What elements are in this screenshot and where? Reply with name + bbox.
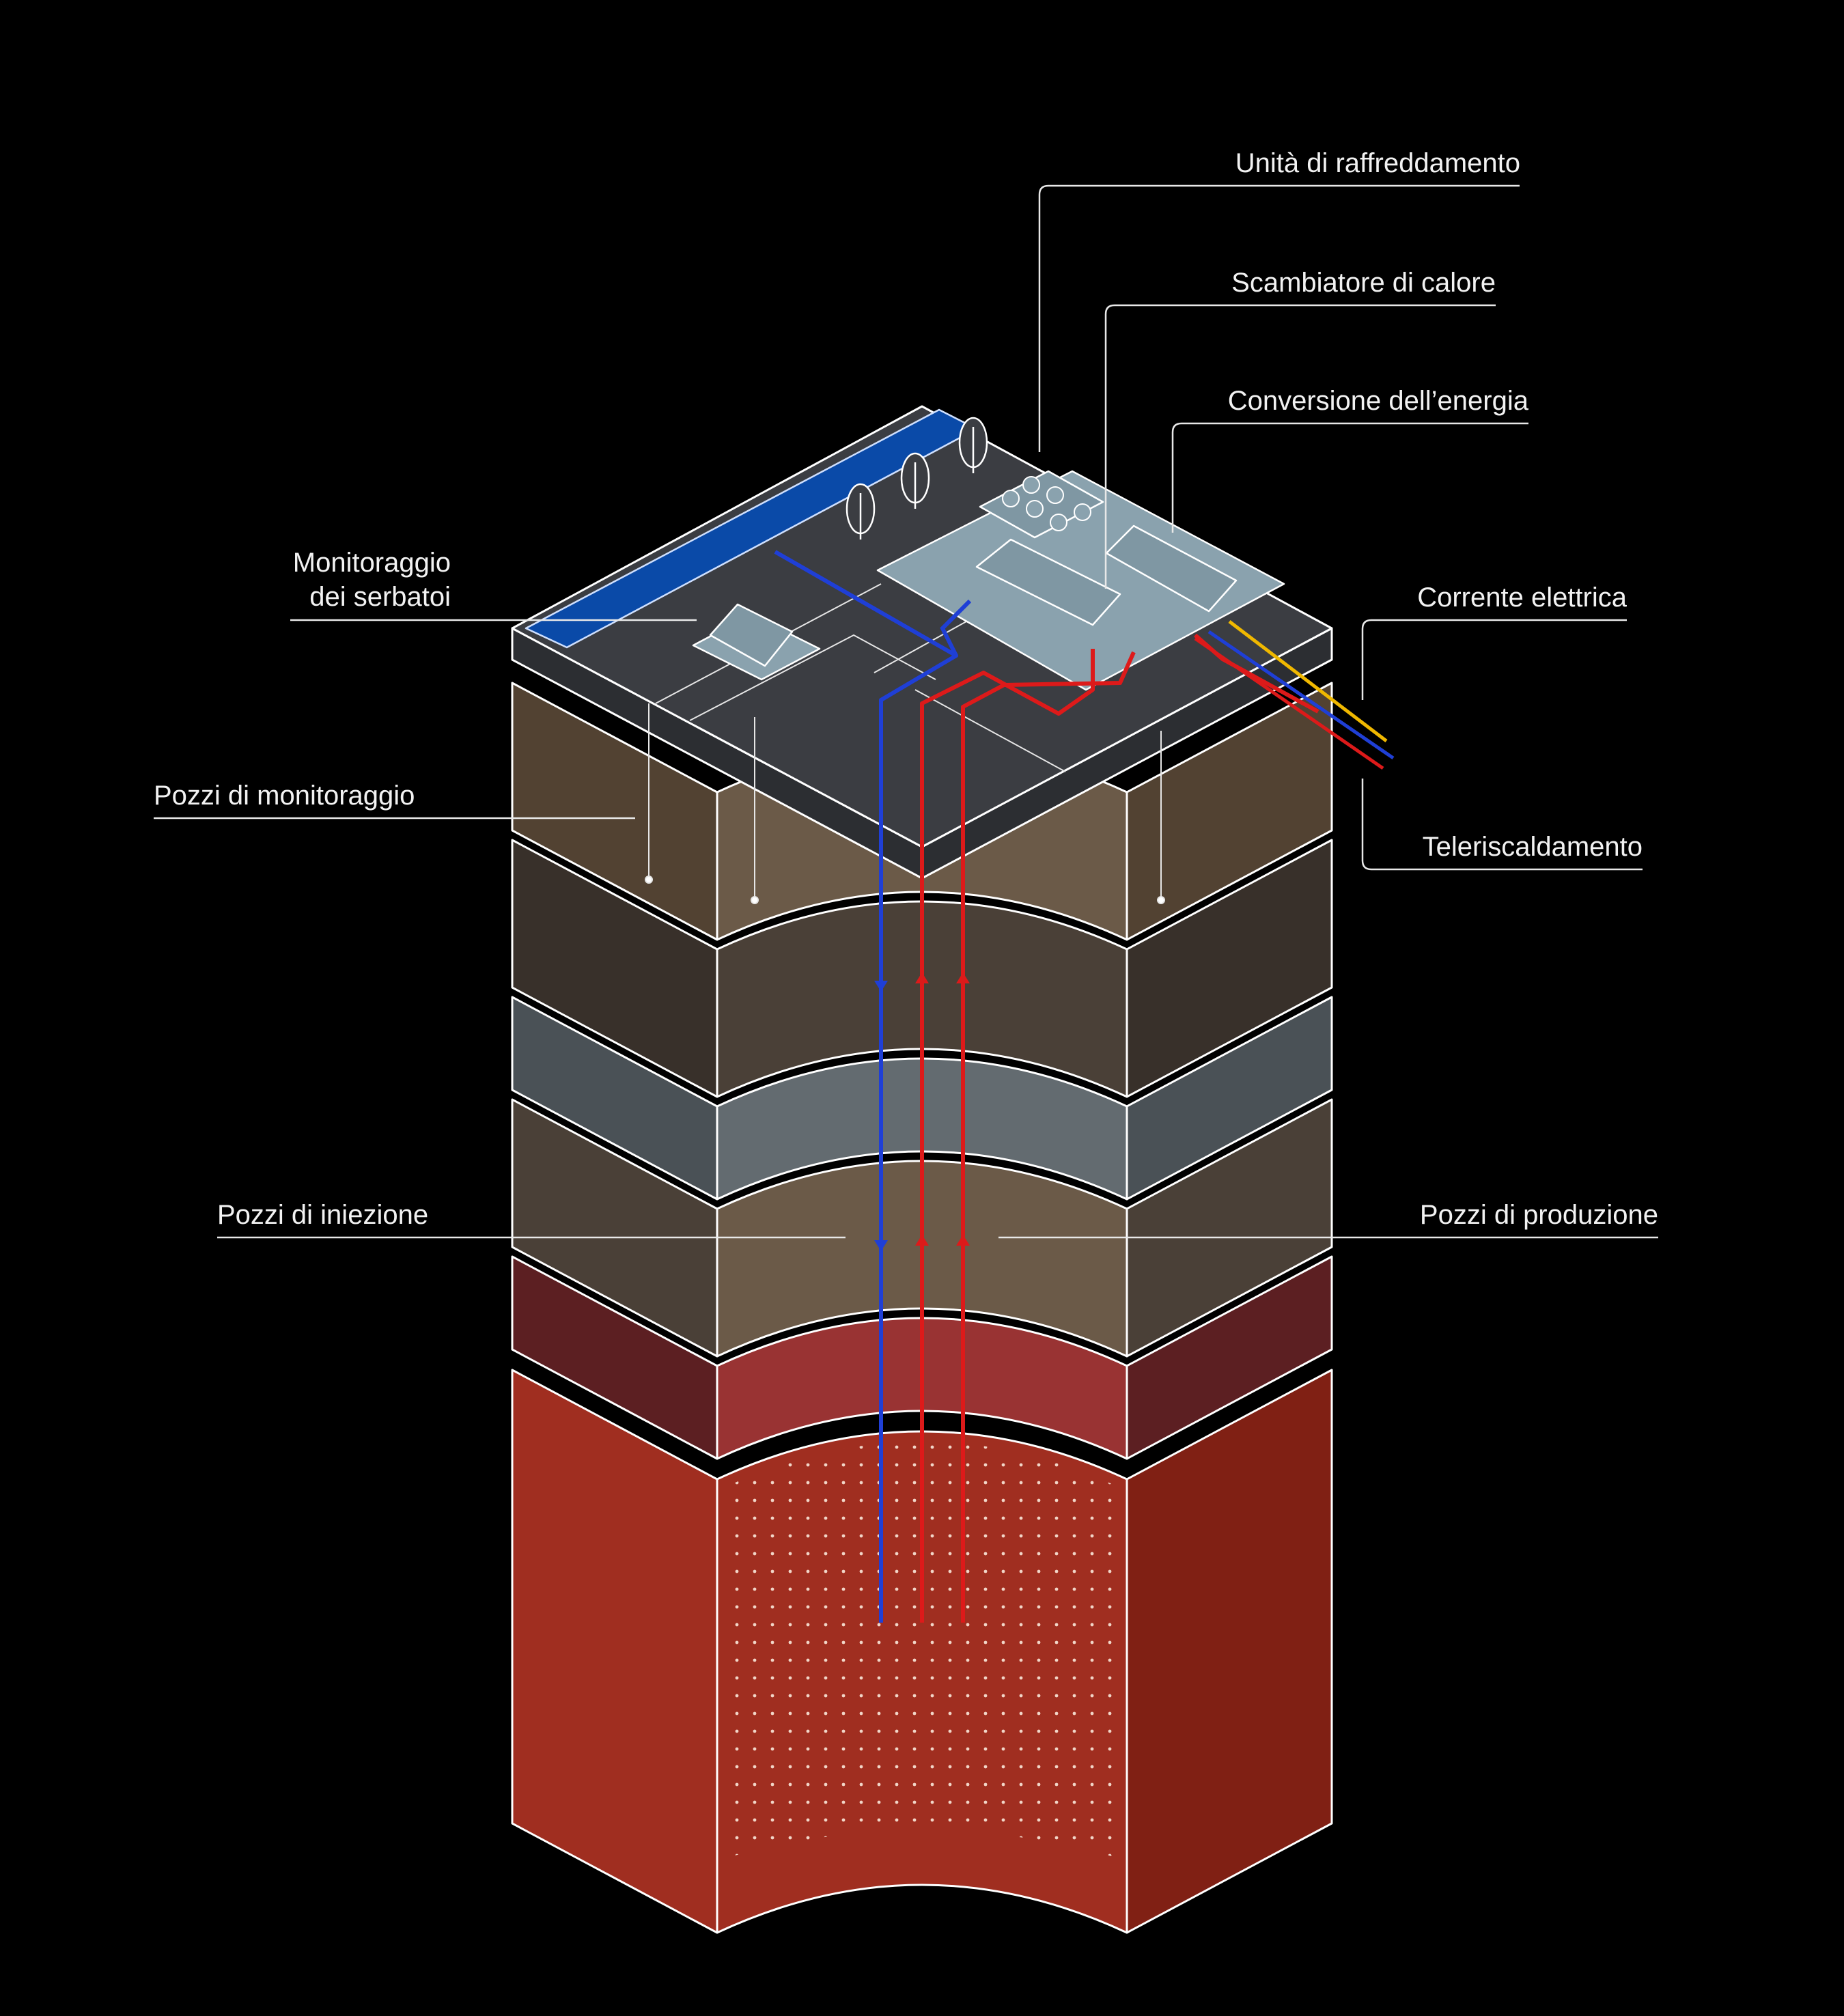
leader-lines: [154, 184, 1658, 1239]
production-arrows: [915, 972, 970, 1246]
leader-heat-exchanger: [1104, 304, 1496, 589]
district-heating-return: [1194, 636, 1384, 770]
label-cooling-unit: Unità di raffreddamento: [1235, 148, 1520, 178]
leader-district-heating: [1361, 779, 1643, 871]
label-electric-current: Corrente elettrica: [1417, 583, 1627, 613]
leader-cooling-unit: [1038, 184, 1520, 452]
output-cables: [1194, 620, 1395, 770]
label-district-heating: Teleriscaldamento: [1422, 832, 1643, 862]
surface-slab: [511, 405, 1333, 880]
monitoring-wells: [645, 703, 1165, 904]
up-arrow-icon: [915, 1235, 929, 1246]
label-tank-monitoring-line1: Monitoraggio: [292, 548, 451, 578]
up-arrow-icon: [915, 972, 929, 983]
heat-exchanger-unit: [975, 538, 1121, 626]
label-energy-conversion: Conversione dell’energia: [1227, 386, 1528, 416]
reservoir-right-face: [1126, 1369, 1333, 1934]
label-monitoring-wells: Pozzi di monitoraggio: [154, 781, 415, 811]
reservoir-layer: [511, 1369, 1333, 1934]
label-injection-wells: Pozzi di iniezione: [217, 1200, 429, 1230]
reservoir-dots: [727, 1442, 1117, 1858]
down-arrow-icon: [874, 981, 888, 992]
electric-cable: [1228, 620, 1388, 742]
label-heat-exchanger: Scambiatore di calore: [1231, 268, 1496, 298]
trees: [846, 417, 988, 540]
down-arrow-icon: [874, 1240, 888, 1251]
label-tank-monitoring: Monitoraggio dei serbatoi: [293, 546, 451, 614]
up-arrow-icon: [956, 972, 970, 983]
up-arrow-icon: [956, 1235, 970, 1246]
tank-monitoring-building: [692, 603, 821, 681]
leader-energy-conversion: [1171, 422, 1528, 533]
district-heating-supply: [1207, 630, 1395, 760]
cooling-fan-icons: [1002, 476, 1091, 531]
reservoir-left-face: [511, 1369, 718, 1934]
injection-pipe: [774, 550, 972, 1623]
energy-conversion-unit: [1105, 524, 1238, 613]
power-plant: [876, 470, 1285, 691]
label-tank-monitoring-line2: dei serbatoi: [309, 582, 451, 612]
leader-electric-current: [1361, 619, 1627, 700]
label-production-wells: Pozzi di produzione: [1419, 1200, 1658, 1230]
